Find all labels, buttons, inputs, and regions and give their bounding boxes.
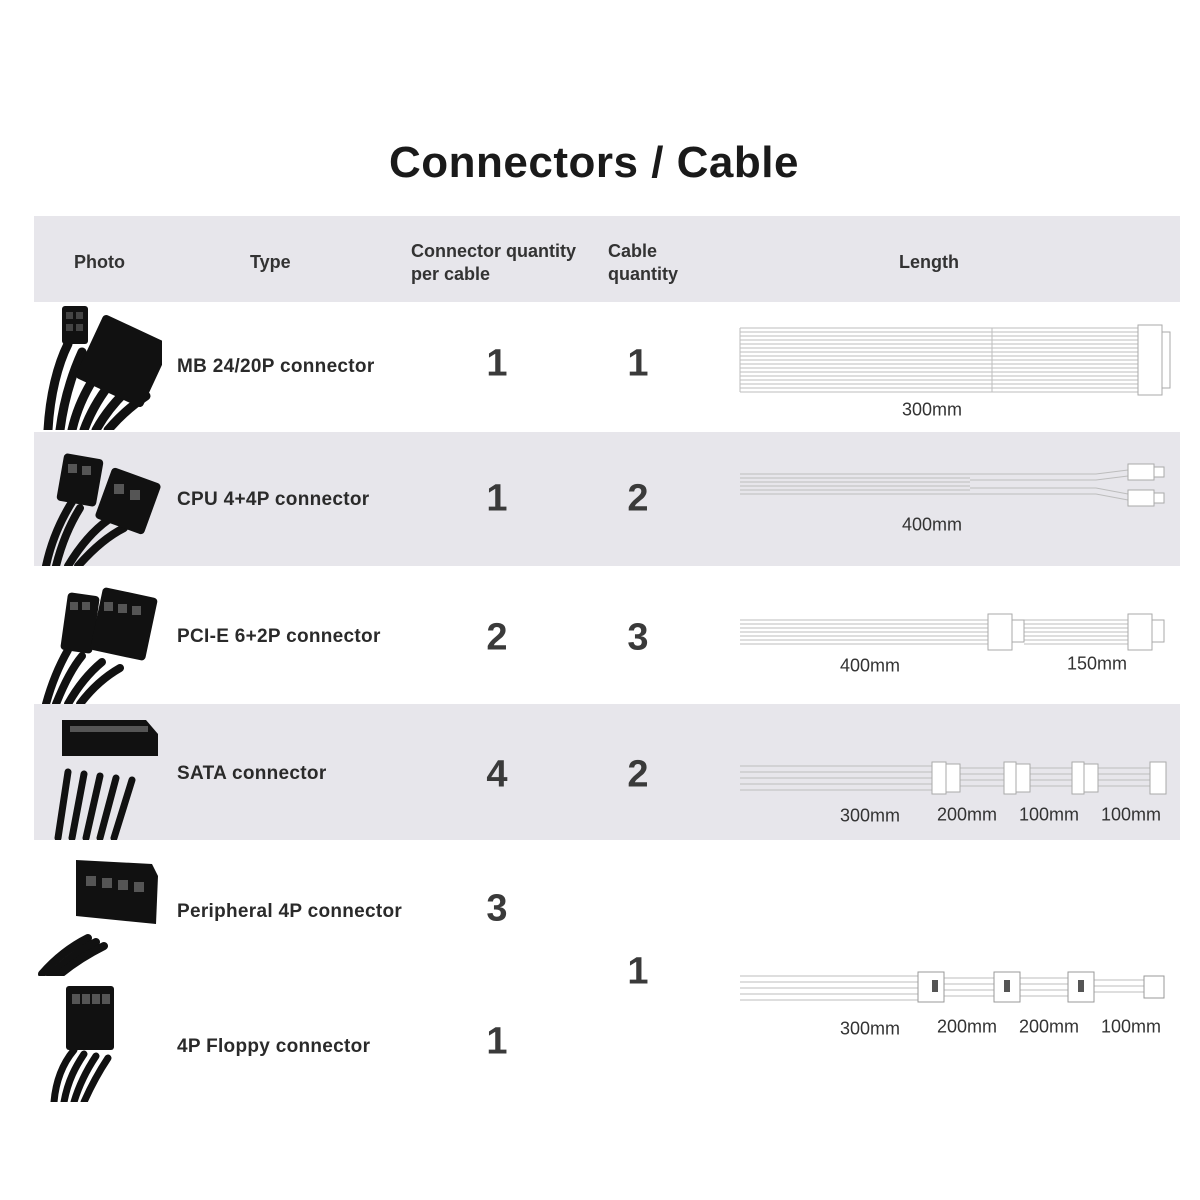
length-label: 200mm [1018,1016,1080,1037]
cpu-cable-diagram [740,463,1165,507]
mb-24pin-connector-photo [43,306,162,430]
cable-quantity: 1 [627,950,649,993]
peripheral-cable-diagram [740,971,1165,1003]
connector-quantity: 4 [486,753,508,796]
length-label: 400mm [901,514,963,535]
length-label: 200mm [936,804,998,825]
sata-connector-photo [54,720,158,840]
page-title: Connectors / Cable [389,138,799,187]
length-label: 100mm [1100,804,1162,825]
length-label: 400mm [839,655,901,676]
header-length: Length [899,252,959,272]
header-type: Type [250,252,291,272]
header-cable-quantity: Cable quantity [608,241,678,284]
pcie-cable-diagram [740,613,1165,651]
row-band-cpu [34,432,1180,566]
pcie-6plus2-connector-photo [42,587,158,704]
length-label: 200mm [936,1016,998,1037]
cable-quantity: 2 [627,477,649,520]
header-band [34,216,1180,302]
cable-quantity: 2 [627,753,649,796]
length-label: 150mm [1066,653,1128,674]
length-label: 300mm [901,399,963,420]
row-type-label: 4P Floppy connector [177,1036,371,1057]
row-type-label: MB 24/20P connector [177,356,375,377]
sata-cable-diagram [740,761,1167,795]
connector-quantity: 3 [486,887,508,930]
cpu-4plus4-connector-photo [42,453,161,566]
floppy-4p-connector-photo [50,986,114,1102]
peripheral-4p-connector-photo [38,860,158,976]
length-label: 300mm [839,805,901,826]
length-label: 100mm [1018,804,1080,825]
connector-quantity: 2 [486,616,508,659]
length-label: 100mm [1100,1016,1162,1037]
row-type-label: Peripheral 4P connector [177,901,403,922]
row-type-label: CPU 4+4P connector [177,489,370,510]
cable-quantity: 1 [627,342,649,385]
mb-cable-diagram [739,324,1171,396]
connector-quantity: 1 [486,1020,508,1063]
row-type-label: SATA connector [177,763,327,784]
header-connector-quantity: Connector quantity per cable [411,241,576,284]
row-type-label: PCI-E 6+2P connector [177,626,381,647]
cable-quantity: 3 [627,616,649,659]
length-label: 300mm [839,1018,901,1039]
header-photo: Photo [74,252,125,272]
row-band-sata [34,704,1180,840]
connector-quantity: 1 [486,477,508,520]
connector-quantity: 1 [486,342,508,385]
